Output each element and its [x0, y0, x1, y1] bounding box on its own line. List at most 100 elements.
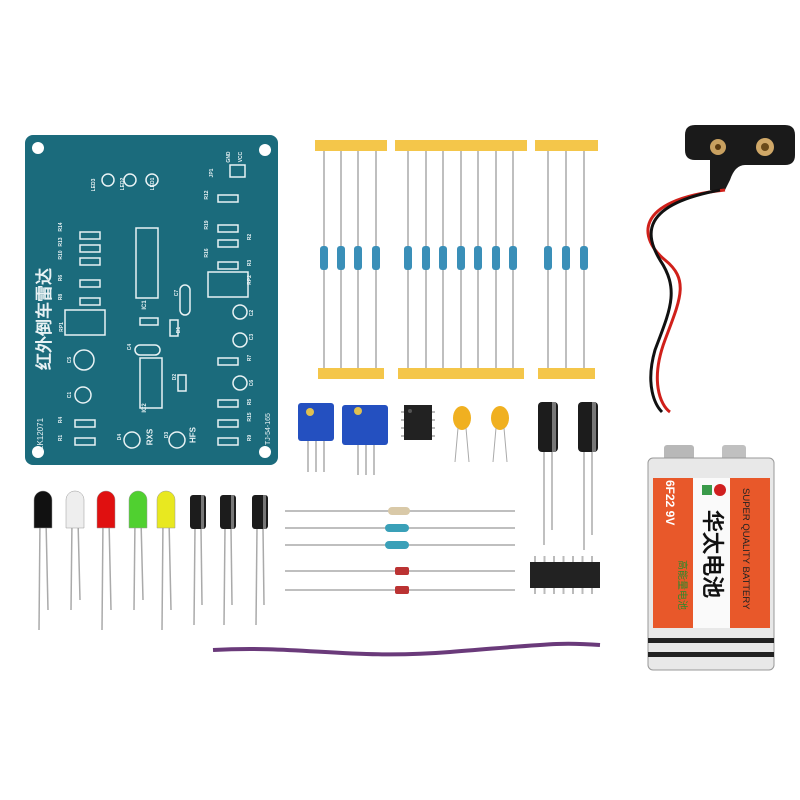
resistor — [580, 246, 588, 270]
capacitor-stripe — [231, 495, 234, 529]
jumper-wire — [212, 641, 601, 657]
ceramic-capacitors — [453, 406, 509, 463]
pcb-label: C4 — [127, 344, 133, 351]
pcb-label: R15 — [247, 412, 253, 421]
resistor — [422, 246, 430, 270]
pcb-label: JP1 — [209, 168, 215, 177]
resistor — [492, 246, 500, 270]
led-lead — [168, 519, 172, 611]
battery-slogan: SUPER QUALITY BATTERY — [740, 488, 751, 610]
led — [65, 490, 85, 529]
led — [128, 490, 148, 529]
battery-model: 6F22 9V — [663, 480, 677, 525]
pcb-label: R5 — [247, 399, 253, 406]
resistor — [337, 246, 345, 270]
pcb-label: C2 — [249, 310, 255, 317]
pcb-label: D2 — [172, 374, 178, 381]
resistor-tape — [398, 368, 524, 379]
resistor-tape — [538, 368, 595, 379]
resistor — [439, 246, 447, 270]
pcb-label: D4 — [117, 434, 123, 441]
pcb-label: LED1 — [150, 177, 156, 190]
pcb-label: D1 — [176, 327, 182, 334]
electrolytic-capacitors-small — [190, 495, 268, 626]
pcb-label: R13 — [58, 237, 64, 246]
ic-dip8 — [401, 405, 435, 440]
led-lead — [45, 519, 49, 611]
resistor — [474, 246, 482, 270]
pcb-label: IC1 — [142, 300, 148, 310]
pcb-label: R19 — [204, 220, 210, 229]
capacitor-lead — [230, 527, 233, 606]
trimmer-potentiometers — [298, 403, 388, 475]
resistor — [509, 246, 517, 270]
pcb-label: R2 — [247, 234, 253, 241]
pcb-label: R14 — [58, 222, 64, 231]
electrolytic-capacitors-large — [538, 402, 598, 550]
led — [33, 490, 53, 529]
capacitor-lead — [200, 527, 203, 606]
battery-brand: 华太电池 — [699, 510, 725, 598]
resistor-tape — [535, 140, 598, 151]
pcb-label: C5 — [67, 357, 73, 364]
resistor-tape — [315, 140, 387, 151]
pcb-label: R16 — [204, 248, 210, 257]
capacitor-lead — [262, 527, 265, 606]
resistor-tape — [395, 140, 527, 151]
capacitor-lead — [255, 527, 258, 626]
pcb-label: LED3 — [91, 178, 97, 191]
pcb-label: C3 — [249, 334, 255, 341]
pcb-code: TJ-54-165 — [265, 413, 272, 445]
pcb-model: LK12071 — [36, 417, 45, 450]
pcb-label: D3 — [164, 432, 170, 439]
pcb-label: R4 — [58, 417, 64, 424]
pcb-label: R12 — [204, 190, 210, 199]
pcb-label: GND — [226, 151, 232, 163]
pcb-board: 红外倒车雷达 LK12071 TJ-54-165 LED3 LED2 LED1 JP1… — [25, 135, 278, 465]
pcb-label: R1 — [58, 435, 64, 442]
led-lead — [38, 519, 41, 631]
pcb-label: IC2 — [142, 403, 148, 413]
pcb-label: C7 — [174, 290, 180, 297]
resistor — [404, 246, 412, 270]
pcb-label: R7 — [247, 355, 253, 362]
pcb-label: R3 — [247, 260, 253, 267]
pcb-title: 红外倒车雷达 — [34, 268, 55, 370]
pcb-label: RP2 — [247, 275, 253, 285]
pcb-label: VCC — [238, 151, 244, 162]
pcb-label: C1 — [67, 392, 73, 399]
pcb-label: RP1 — [59, 322, 65, 332]
led — [156, 490, 176, 529]
led-lead — [70, 519, 73, 611]
led-lead — [140, 519, 144, 601]
battery-snap-clip — [646, 125, 795, 414]
resistor — [372, 246, 380, 270]
resistor-tapes — [315, 140, 598, 379]
led-lead — [133, 519, 136, 611]
leds — [33, 490, 176, 631]
capacitor-lead — [193, 527, 196, 626]
led-lead — [101, 519, 104, 631]
capacitor-stripe — [263, 495, 266, 529]
battery-9v: 6F22 9V 华太电池 SUPER QUALITY BATTERY 高能量电池 — [647, 445, 775, 671]
ic-dip14 — [530, 556, 600, 594]
pcb-label: R9 — [247, 435, 253, 442]
loose-resistors-diodes — [285, 507, 515, 594]
led-lead — [161, 519, 164, 631]
led-lead — [77, 519, 81, 601]
pcb-label: R10 — [58, 250, 64, 259]
pcb-label: C6 — [249, 380, 255, 387]
pcb-label: LED2 — [120, 177, 126, 190]
pcb-label: HFS — [189, 426, 198, 443]
capacitor-stripe — [201, 495, 204, 529]
resistor — [457, 246, 465, 270]
capacitor-lead — [223, 527, 226, 626]
pcb-label: R6 — [58, 275, 64, 282]
resistor — [354, 246, 362, 270]
resistor — [562, 246, 570, 270]
battery-subtitle: 高能量电池 — [676, 560, 689, 610]
pcb-label: RXS — [146, 428, 155, 445]
